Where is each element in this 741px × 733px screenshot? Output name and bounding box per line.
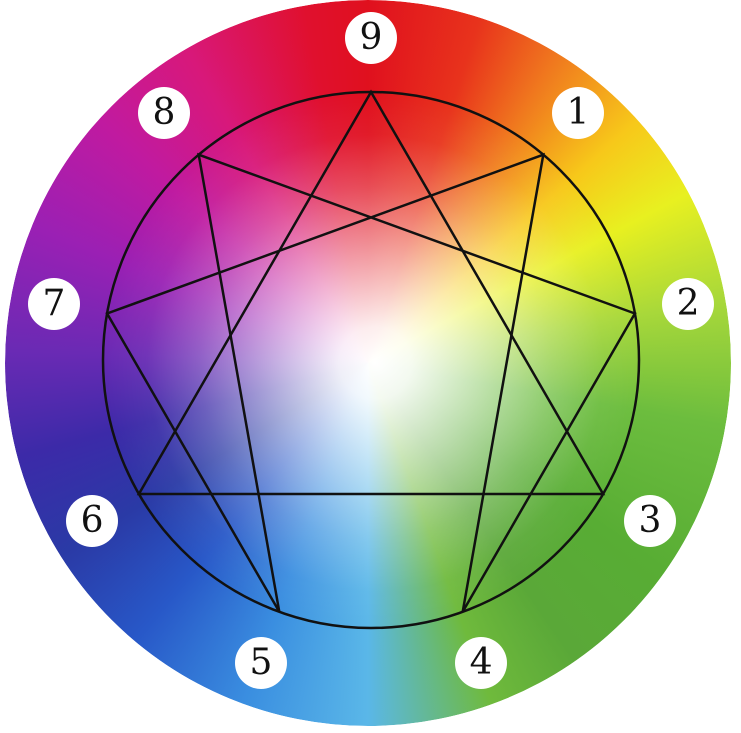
point-label-5: 5 <box>249 641 273 683</box>
point-label-1: 1 <box>566 92 590 134</box>
point-label-2: 2 <box>676 283 700 325</box>
point-label-9: 9 <box>359 17 383 58</box>
point-label-4: 4 <box>469 641 493 683</box>
color-wheel-disc <box>5 0 731 726</box>
point-badge-2: 2 <box>662 278 715 331</box>
point-badge-5: 5 <box>234 636 287 689</box>
enneagram-hexad <box>105 152 637 613</box>
point-label-3: 3 <box>638 500 662 541</box>
point-badge-8: 8 <box>138 87 190 140</box>
point-label-6: 6 <box>80 500 104 541</box>
center-glow <box>5 0 731 726</box>
point-badge-7: 7 <box>27 278 80 331</box>
point-badge-4: 4 <box>455 636 508 689</box>
inner-circle <box>101 90 641 630</box>
point-label-8: 8 <box>152 92 176 134</box>
enneagram-triangle <box>136 89 606 496</box>
point-badge-6: 6 <box>66 495 119 547</box>
point-label-7: 7 <box>42 283 66 325</box>
point-badge-1: 1 <box>552 87 604 140</box>
point-badge-3: 3 <box>623 495 676 547</box>
point-badge-9: 9 <box>345 12 397 64</box>
